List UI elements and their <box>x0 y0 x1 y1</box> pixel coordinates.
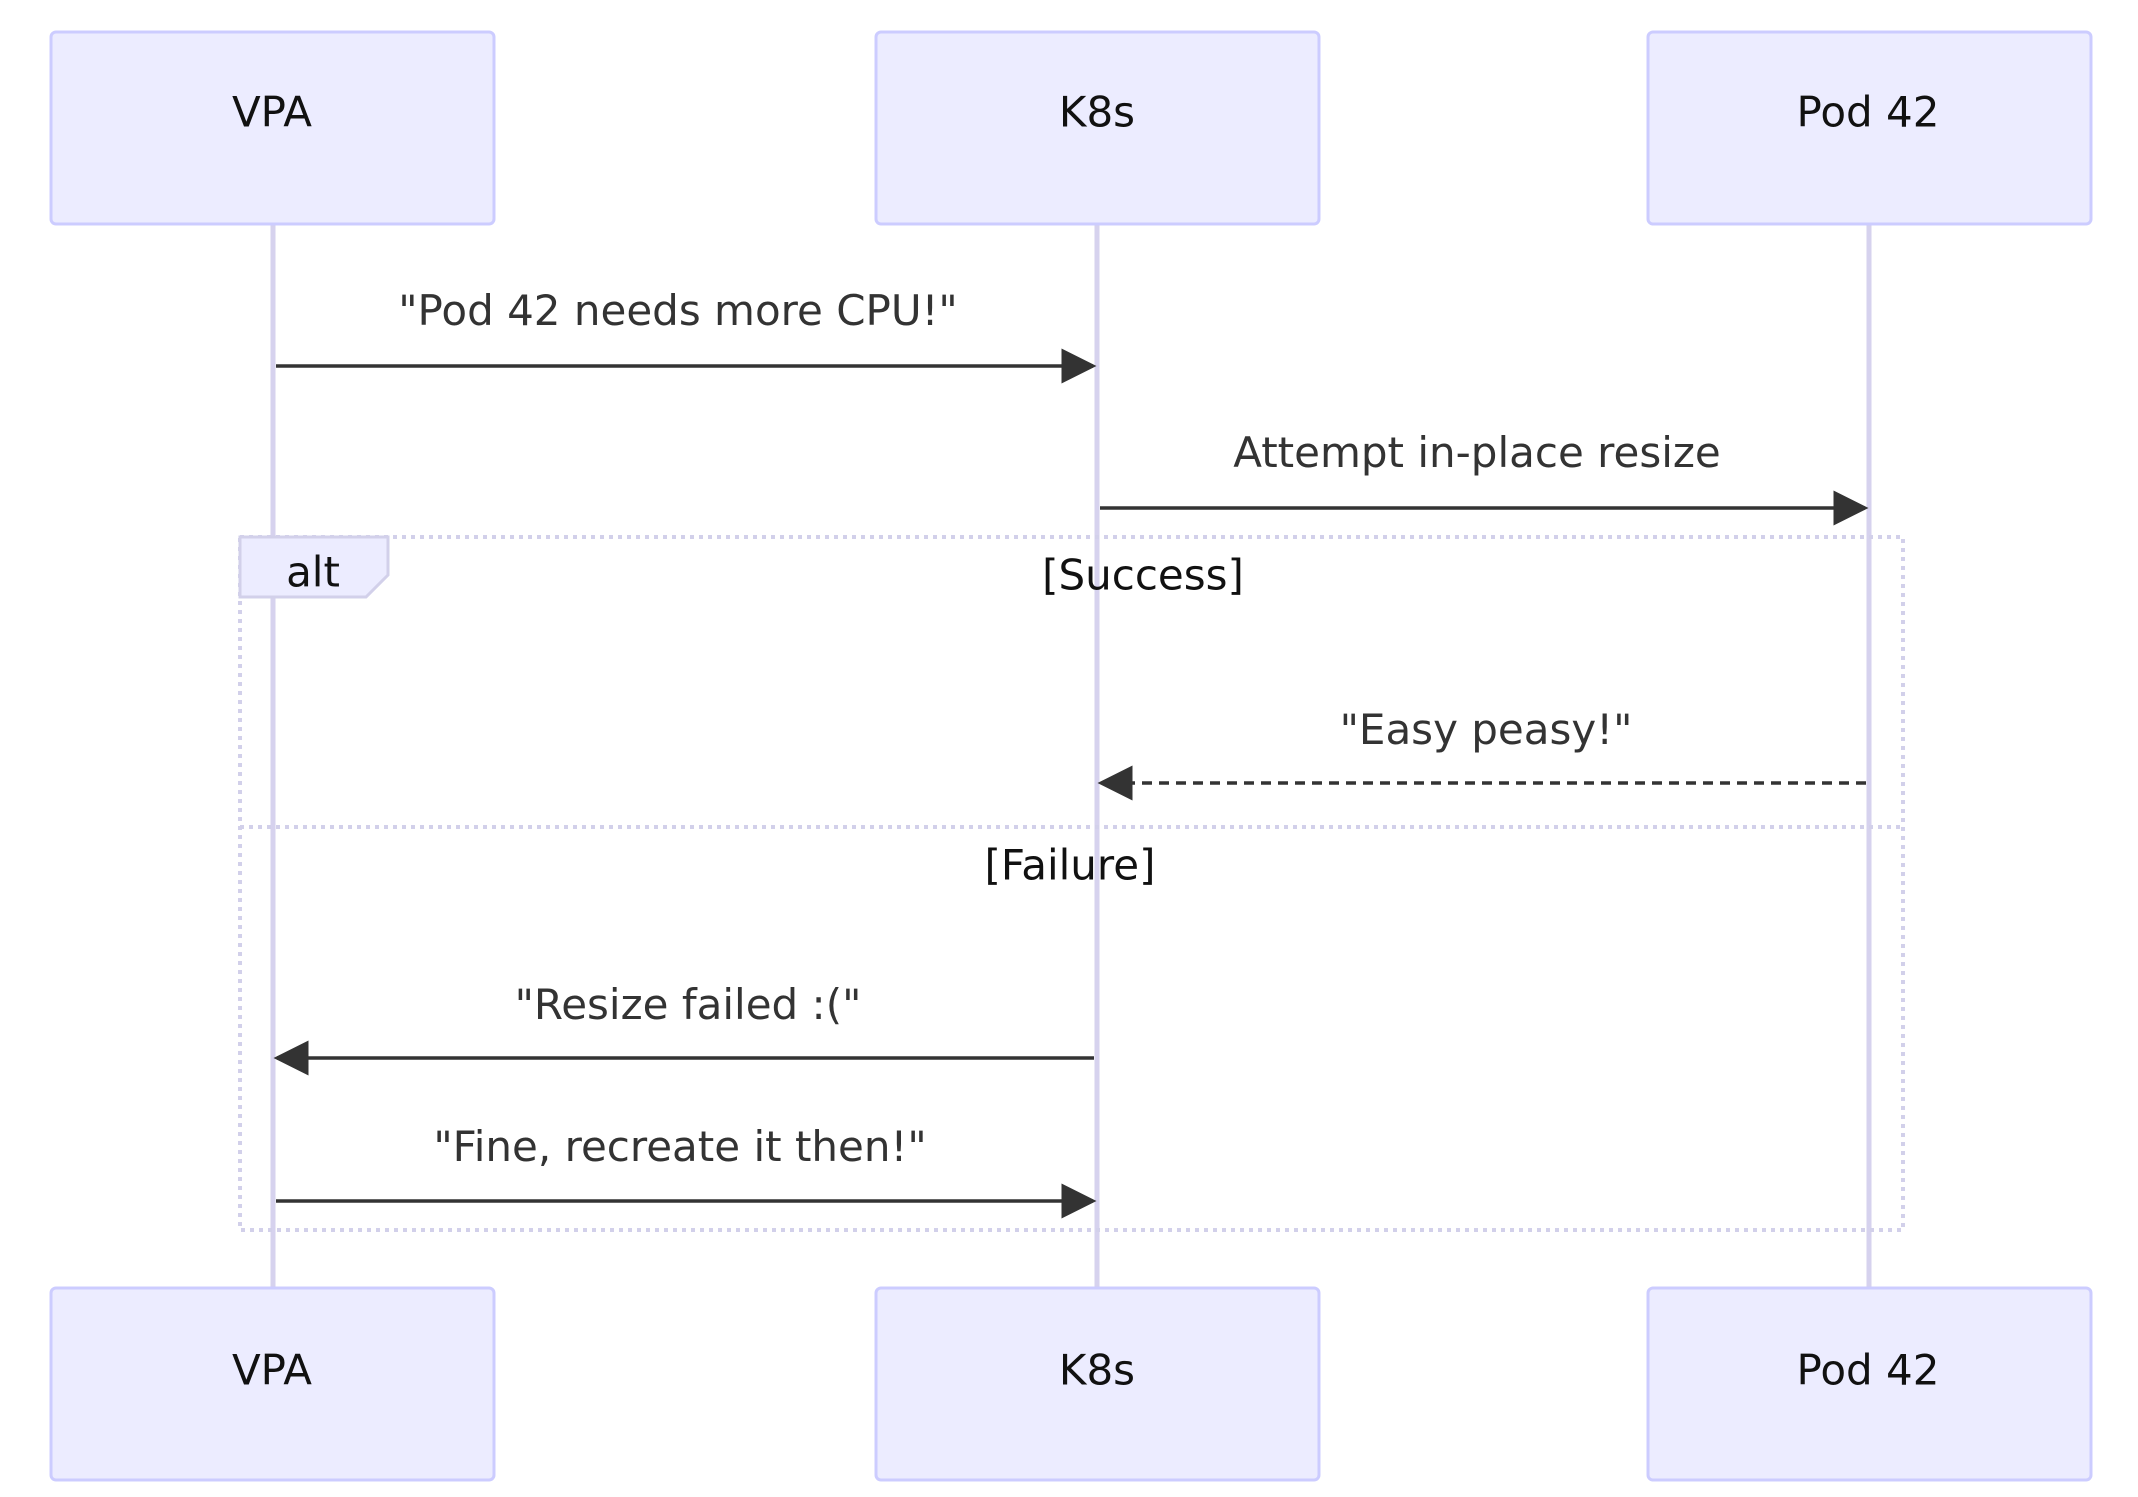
actor-label-k8s-bottom: K8s <box>1059 1346 1135 1395</box>
alt-frame-keyword: alt <box>286 548 340 597</box>
actor-box-k8s-top <box>874 30 1321 226</box>
actor-pod42-bottom: Pod 42 <box>1646 1286 2093 1482</box>
actors-top: VPA K8s Pod 42 <box>49 30 2093 226</box>
actor-box-pod42-top <box>1646 30 2093 226</box>
actor-label-vpa-bottom: VPA <box>232 1346 312 1395</box>
actor-label-pod42-bottom: Pod 42 <box>1797 1346 1940 1395</box>
actor-box-vpa-top <box>49 30 496 226</box>
actors-bottom: VPA K8s Pod 42 <box>49 1286 2093 1482</box>
actor-label-pod42-top: Pod 42 <box>1797 88 1940 137</box>
message-label-1: "Pod 42 needs more CPU!" <box>398 286 958 335</box>
alt-frame-tab <box>238 535 390 599</box>
actor-label-k8s-top: K8s <box>1059 88 1135 137</box>
alt-frame: alt [Success] [Failure] <box>238 535 1905 1232</box>
lifelines <box>270 224 1872 1288</box>
actor-vpa-top: VPA <box>49 30 496 226</box>
actor-label-vpa-top: VPA <box>232 88 312 137</box>
actor-k8s-top: K8s <box>874 30 1321 226</box>
message-label-2: Attempt in-place resize <box>1233 428 1721 477</box>
actor-box-k8s-bottom <box>874 1286 1321 1482</box>
message-label-3: "Easy peasy!" <box>1340 705 1633 754</box>
alt-condition-success: [Success] <box>1042 551 1244 600</box>
actor-box-pod42-bottom <box>1646 1286 2093 1482</box>
message-label-5: "Fine, recreate it then!" <box>433 1122 926 1171</box>
message-label-4: "Resize failed :(" <box>515 980 862 1029</box>
messages: "Pod 42 needs more CPU!" Attempt in-plac… <box>273 286 1869 1219</box>
actor-vpa-bottom: VPA <box>49 1286 496 1482</box>
actor-pod42-top: Pod 42 <box>1646 30 2093 226</box>
alt-condition-failure: [Failure] <box>985 841 1156 890</box>
actor-k8s-bottom: K8s <box>874 1286 1321 1482</box>
actor-box-vpa-bottom <box>49 1286 496 1482</box>
alt-frame-border <box>238 535 1905 1232</box>
